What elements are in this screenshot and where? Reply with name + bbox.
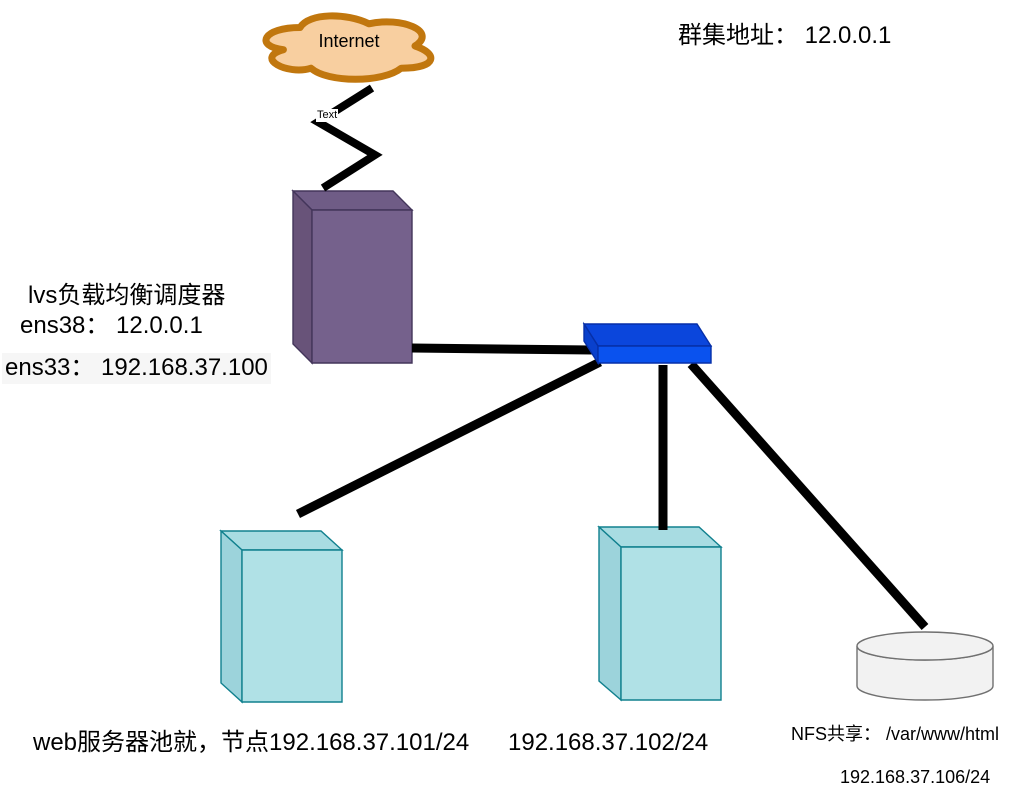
web-pool-label-left: web服务器池就，节点192.168.37.101/24 (33, 729, 470, 756)
lvs-ens38-label: ens38： 12.0.0.1 (20, 312, 203, 339)
lvs-title-label: lvs负载均衡调度器 (28, 282, 226, 309)
web-pool-label-right: 192.168.37.102/24 (508, 729, 709, 756)
internet-cloud (262, 12, 435, 83)
nfs-cylinder (856, 631, 994, 701)
edge-text-label: Text (316, 109, 339, 123)
web-server-2-box (597, 525, 723, 702)
nfs-share-label: NFS共享： /var/www/html (791, 724, 1000, 744)
cluster-address-label: 群集地址： 12.0.0.1 (678, 22, 892, 49)
link-lvs-switch (411, 343, 593, 355)
nfs-ip-label: 192.168.37.106/24 (840, 767, 991, 787)
link-internet-lvs (310, 84, 383, 192)
internet-label: Internet (318, 31, 380, 51)
web-server-1-box (219, 529, 344, 704)
lvs-server-box (291, 189, 414, 365)
switch-box (582, 321, 713, 366)
lvs-ens33-label: ens33： 192.168.37.100 (2, 353, 271, 384)
link-switch-web1 (295, 357, 603, 519)
link-switch-nfs (687, 361, 929, 630)
